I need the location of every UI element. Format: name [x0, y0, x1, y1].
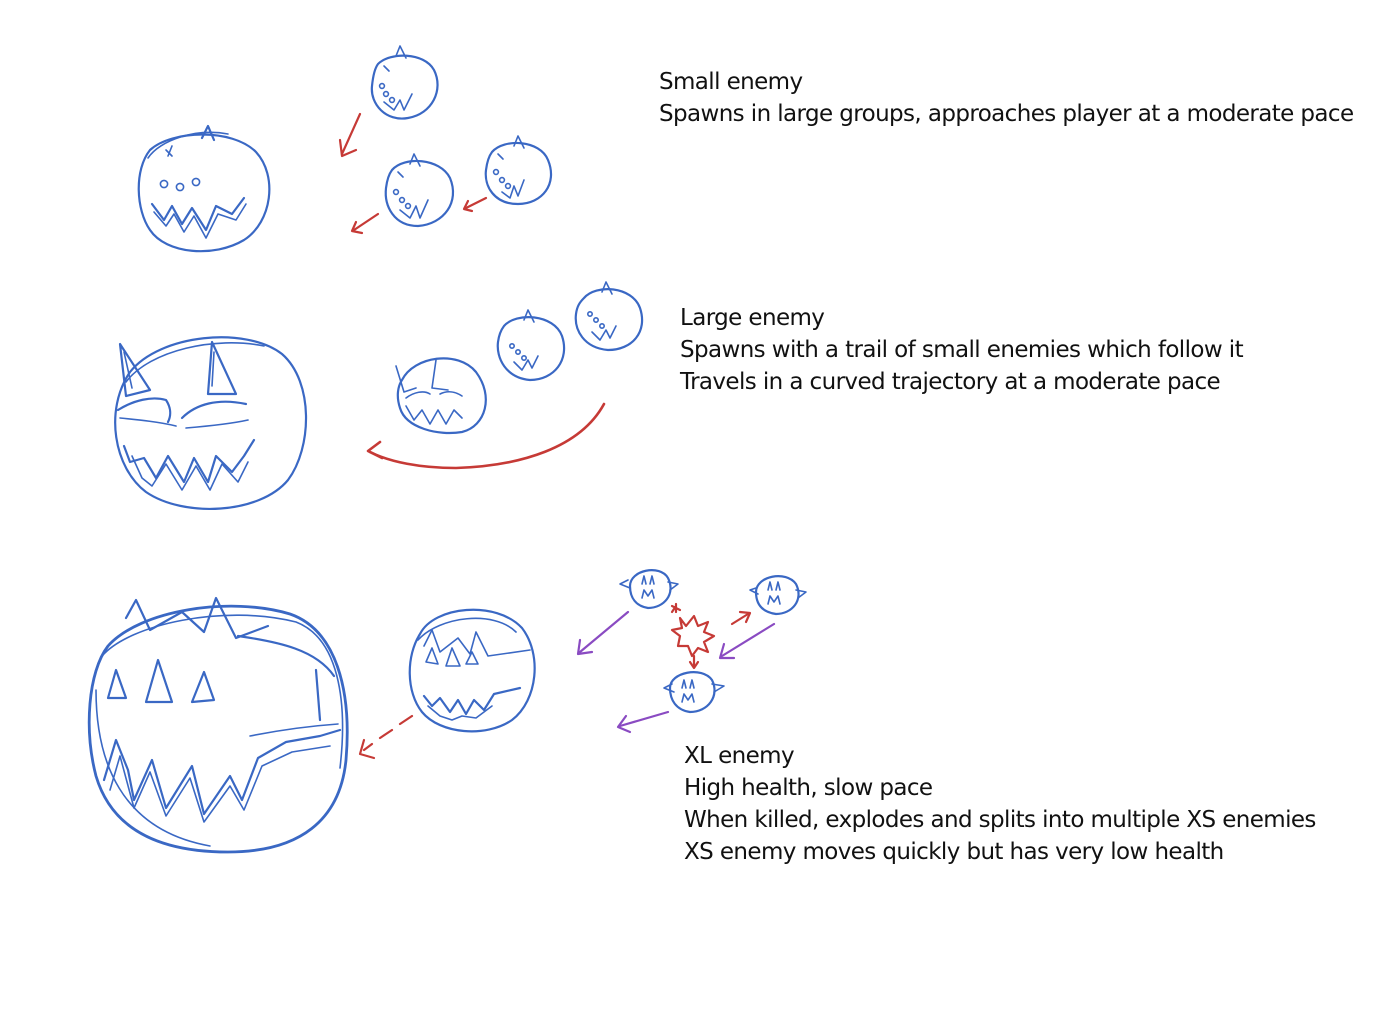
large-enemy-main-sketch	[114, 336, 308, 510]
xl-enemy-main-sketch	[87, 596, 349, 854]
large-enemy-line-1: Spawns with a trail of small enemies whi…	[680, 337, 1244, 363]
xl-enemy-line-3: XS enemy moves quickly but has very low …	[684, 839, 1224, 865]
large-enemy-description: Large enemy Spawns with a trail of small…	[680, 302, 1244, 398]
xs-enemy-movement-arrows	[576, 610, 776, 734]
small-enemy-minion-3	[484, 135, 553, 206]
large-enemy-mini-sketch	[395, 357, 487, 434]
large-enemy-curved-arrow	[366, 402, 606, 470]
xl-enemy-description: XL enemy High health, slow pace When kil…	[684, 740, 1316, 868]
large-enemy-line-2: Travels in a curved trajectory at a mode…	[680, 369, 1221, 395]
xl-enemy-line-1: High health, slow pace	[684, 775, 933, 801]
small-enemy-line-1: Spawns in large groups, approaches playe…	[659, 101, 1354, 127]
small-enemy-title: Small enemy	[659, 69, 803, 95]
xl-enemy-dashed-arrow	[358, 714, 414, 760]
small-enemy-main-sketch	[137, 124, 271, 253]
xl-enemy-line-2: When killed, explodes and splits into mu…	[684, 807, 1316, 833]
large-enemy-trail-minions	[496, 281, 644, 382]
xs-enemy-sketches	[619, 569, 807, 714]
small-enemy-minion-2	[384, 153, 455, 228]
explosion-burst-icon	[670, 602, 752, 670]
small-enemy-minion-1	[370, 45, 439, 120]
xl-enemy-title: XL enemy	[684, 743, 795, 769]
small-enemy-movement-arrows	[338, 112, 488, 235]
large-enemy-title: Large enemy	[680, 305, 825, 331]
small-enemy-description: Small enemy Spawns in large groups, appr…	[659, 66, 1354, 130]
xl-enemy-mini-sketch	[408, 608, 536, 733]
